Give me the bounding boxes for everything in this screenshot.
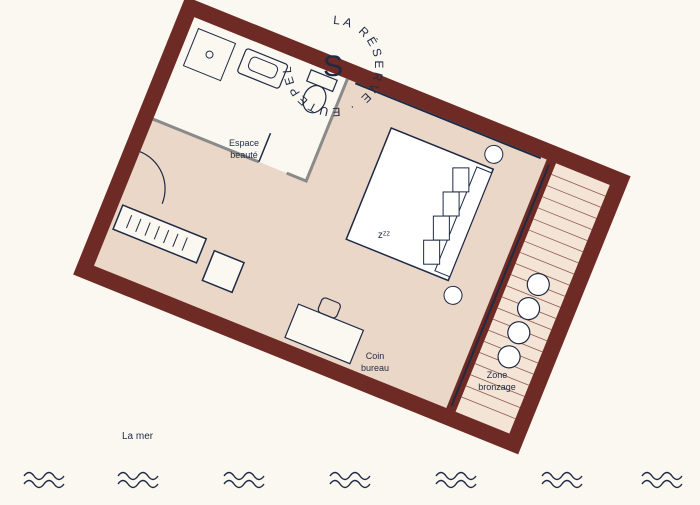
desk-label-2: bureau [361,363,389,373]
desk-chair-icon [317,297,341,319]
sun-label: Zone [487,370,508,380]
bed-headboard [434,166,493,278]
wave-icon [329,471,371,481]
sleep-icon: zᶻᶻ [378,230,391,241]
desk-label: Coin [366,351,385,361]
bathroom-partition [152,78,349,183]
terrace-deck [461,174,606,420]
shower [182,27,237,82]
beauty-label-2: beauté [230,150,258,160]
washbasin-bowl [247,56,279,79]
wave-icon [23,479,65,489]
building [73,0,631,455]
wave-icon [541,471,583,481]
bathroom [153,17,348,182]
wave-icon [117,479,159,489]
top-window [354,82,542,160]
wardrobe-hangers [125,214,188,251]
wave-icon [541,479,583,489]
wave-icon [223,471,265,481]
terrace-stool-icon [507,321,531,345]
wave-icon [23,471,65,481]
terrace-stool-icon [516,297,541,321]
toilet-icon [302,84,327,114]
sea-waves [23,471,683,489]
pillow-icon [423,239,441,265]
wave-icon [117,471,159,481]
wave-icon [435,471,477,481]
beauty-label: Espace [229,138,259,148]
terrace-stool-icon [526,272,550,297]
wave-icon [641,479,683,489]
brand-monogram: S [323,50,343,83]
pillow-icon [432,215,450,241]
terrace-stool-icon [497,345,521,369]
wave-icon [329,479,371,489]
wave-icon [435,479,477,489]
pillow-icon [442,191,460,217]
wave-icon [641,471,683,481]
bay-window [450,164,550,407]
bathroom-door [258,132,272,163]
pillow-icon [452,167,470,193]
sun-label-2: bronzage [478,382,516,392]
bedside-lamp-icon [484,144,504,164]
washbasin [237,48,289,89]
sea-label: La mer [122,431,154,442]
wave-icon [223,479,265,489]
entrance-door [139,151,166,204]
shower-drain-icon [205,50,214,59]
armchair-icon [201,249,246,294]
bedside-lamp-icon [443,285,463,305]
